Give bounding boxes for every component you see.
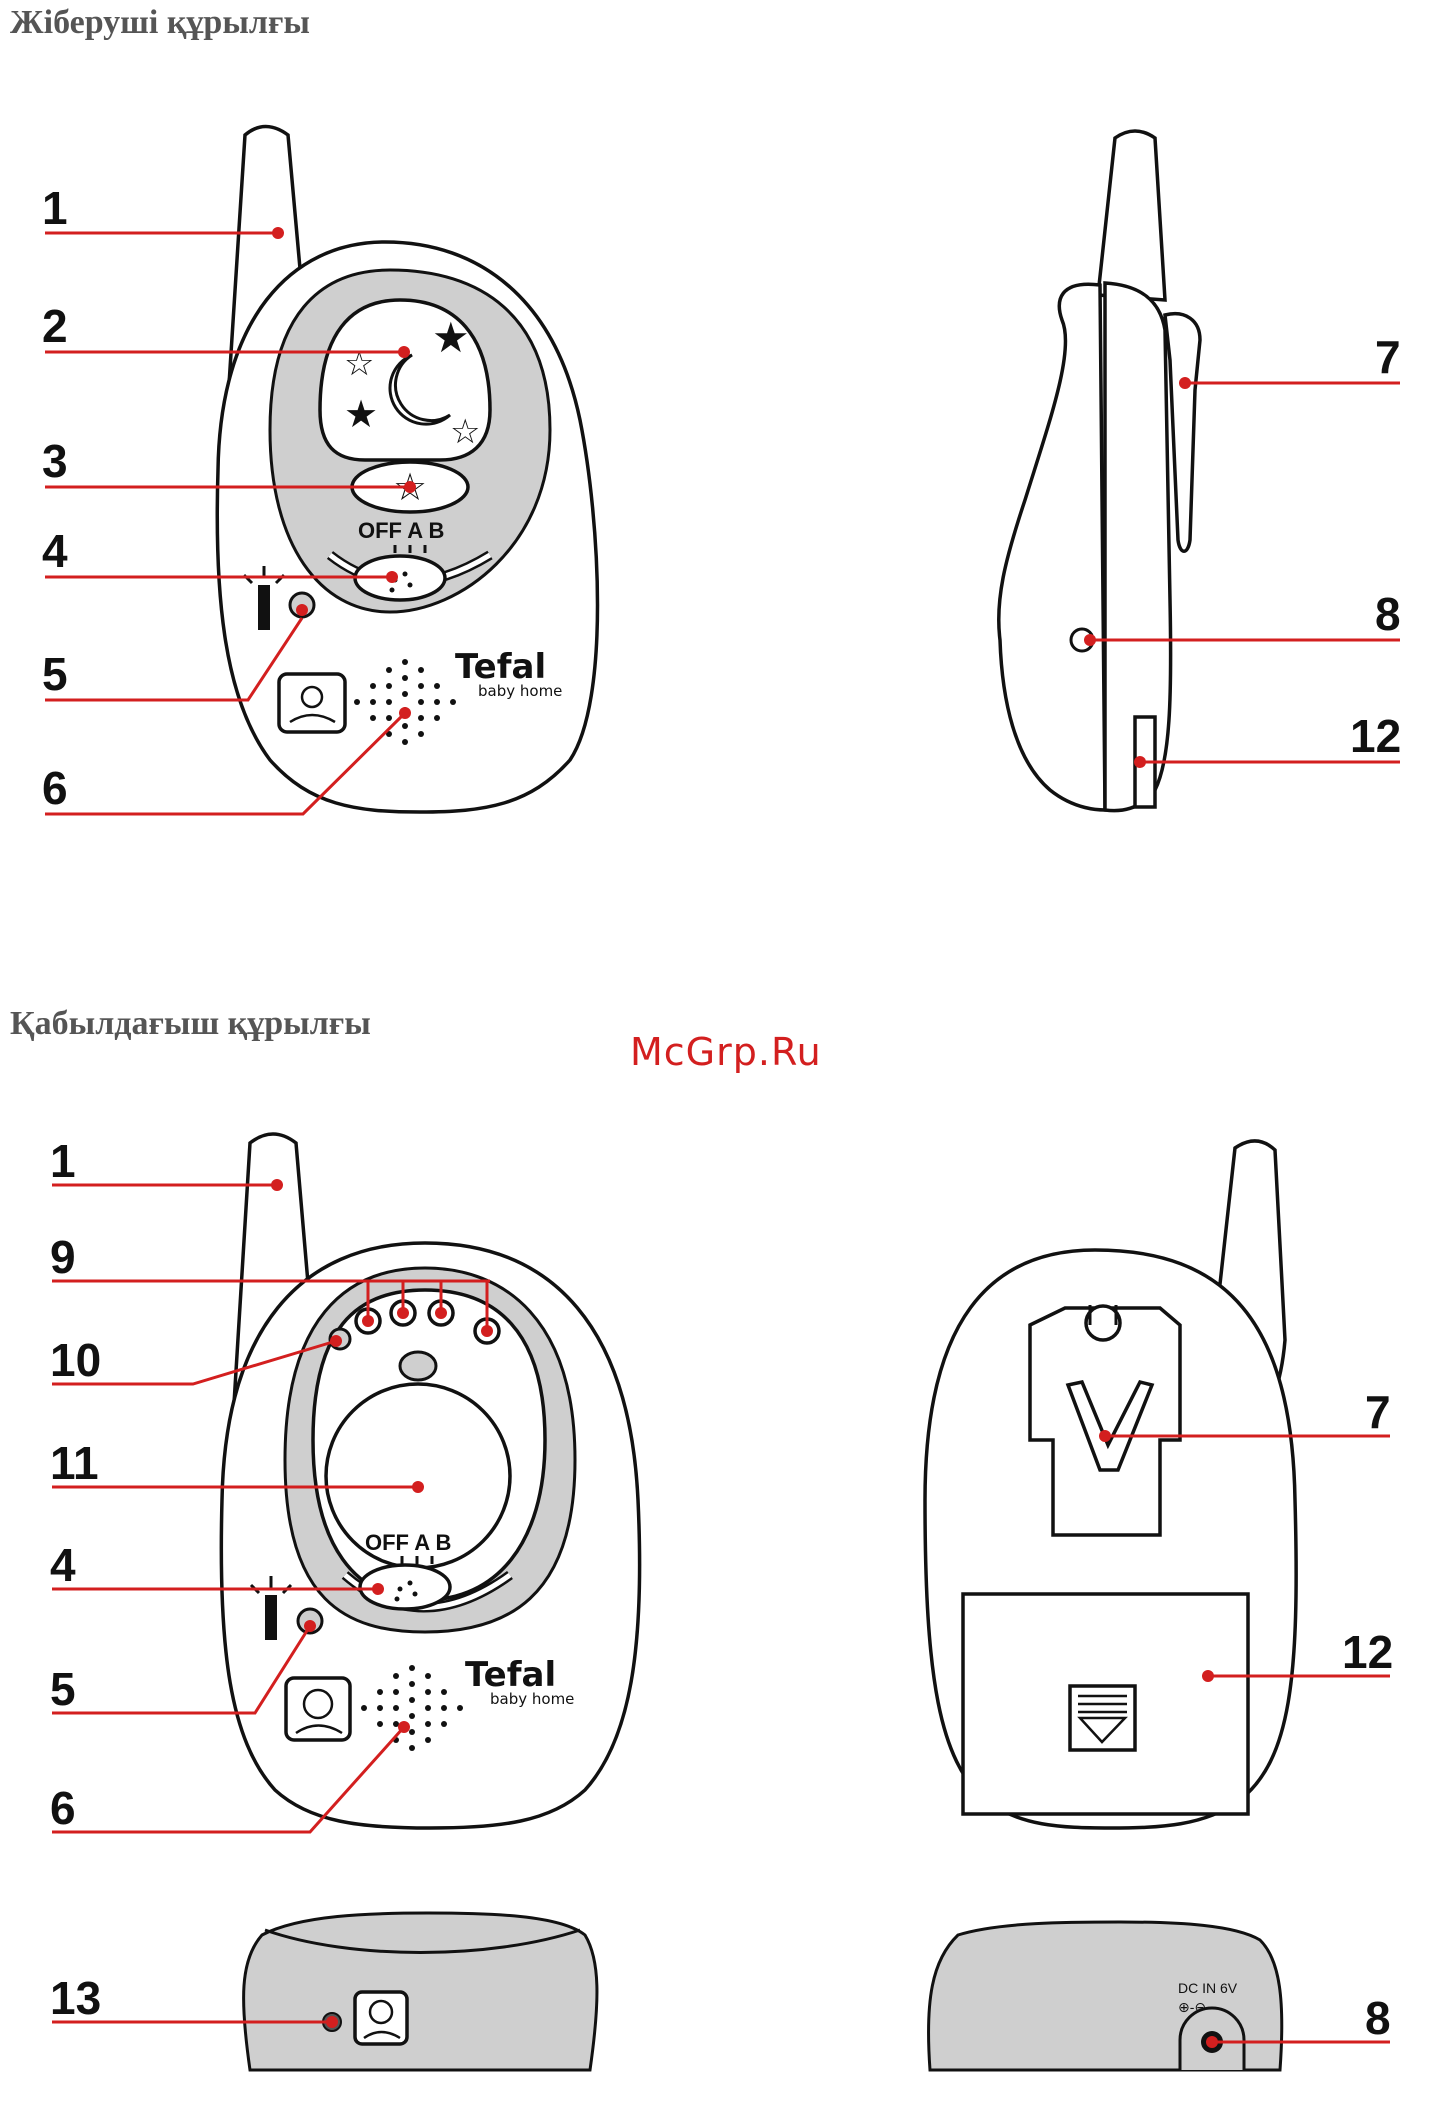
baby-icon-badge [279, 674, 345, 732]
brand-logo: Tefal [455, 647, 546, 687]
callout-1: 1 [50, 1135, 76, 1187]
callout-1: 1 [42, 182, 68, 234]
callout-3: 3 [42, 435, 68, 487]
callout-7: 7 [1365, 1386, 1391, 1438]
receiver-brand-logo: Tefal [465, 1655, 556, 1695]
callout-9: 9 [50, 1231, 76, 1283]
callout-6: 6 [42, 762, 68, 814]
switch-label: OFF A B [358, 518, 444, 543]
callout-11: 11 [50, 1437, 99, 1489]
callout-6: 6 [50, 1782, 76, 1834]
charging-base-front: 13 [50, 1913, 597, 2070]
star-icon: ★ [344, 392, 378, 436]
dc-in-label: DC IN 6V [1178, 1980, 1238, 1996]
callout-2: 2 [42, 300, 68, 352]
callout-8: 8 [1375, 588, 1401, 640]
callout-4: 4 [50, 1539, 76, 1591]
transmitter-side: 7 8 12 [999, 131, 1401, 811]
sound-indicator [400, 1352, 436, 1380]
receiver-back: 7 12 [925, 1141, 1393, 1828]
transmitter-side-antenna [1098, 131, 1165, 300]
belt-clip [1165, 314, 1200, 552]
star-outline-icon: ☆ [450, 412, 480, 452]
power-led-icon [258, 585, 270, 630]
clip-housing [1030, 1308, 1180, 1535]
receiver-switch-label: OFF A B [365, 1530, 451, 1555]
brand-subtitle: baby home [478, 682, 562, 700]
power-led-icon [265, 1595, 277, 1640]
callout-4: 4 [42, 525, 68, 577]
callout-8: 8 [1365, 1992, 1391, 2044]
callout-13: 13 [50, 1972, 101, 2024]
callout-12: 12 [1350, 710, 1401, 762]
callout-5: 5 [42, 648, 68, 700]
star-outline-icon: ☆ [344, 344, 374, 384]
charging-base-back: DC IN 6V ⊕-⊖- 8 [928, 1922, 1390, 2070]
receiver-brand-subtitle: baby home [490, 1690, 574, 1708]
receiver-front: OFF A B Tefal baby home 1 [50, 1134, 640, 1834]
callout-7: 7 [1375, 331, 1401, 383]
callout-5: 5 [50, 1663, 76, 1715]
transmitter-front: ★ ★ ☆ ☆ ☆ OFF A B [42, 127, 598, 815]
callout-12: 12 [1342, 1626, 1393, 1678]
charging-base-front-shell [244, 1913, 597, 2070]
callout-10: 10 [50, 1334, 101, 1386]
transmitter-side-body [999, 284, 1105, 810]
star-icon: ★ [432, 313, 470, 362]
